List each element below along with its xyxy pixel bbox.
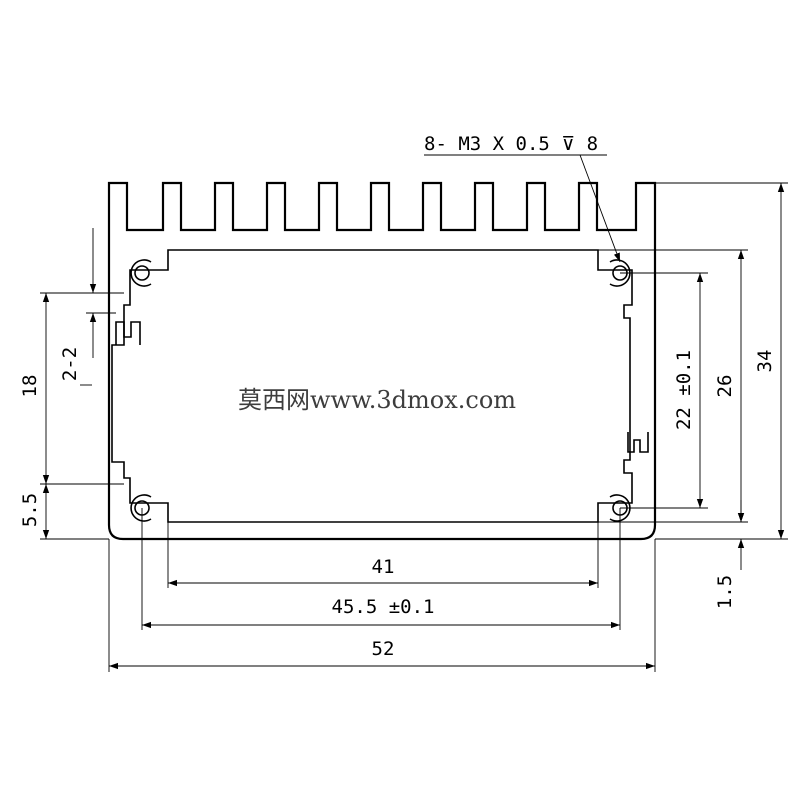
right-slot [627,432,649,453]
thread-spec: 8- M3 X 0.5 [424,133,550,155]
dim-base-thickness: 1.5 [714,575,736,609]
thread-depth: 8 [587,133,598,155]
dim-width-inner: 41 [372,556,395,578]
dim-slot-label: 2-2 [59,347,81,381]
dim-bottom-offset: 5.5 [19,493,41,527]
thread-callout: 8- M3 X 0.5 ⊽ 8 [424,133,598,155]
dim-hole-spacing-h: 45.5 ±0.1 [332,596,435,618]
watermark: 莫西网www.3dmox.com [238,386,516,414]
dimension-lines [40,154,788,672]
left-slot [115,321,141,345]
outer-profile [107,181,657,541]
dim-hole-spacing-v: 22 ±0.1 [673,350,695,430]
dim-width-total: 52 [372,638,395,660]
dim-height-total: 34 [754,350,776,373]
thread-depth-symbol: ⊽ [561,133,575,155]
dim-height-inner: 26 [714,375,736,398]
dim-slot-height: 18 [19,375,41,398]
